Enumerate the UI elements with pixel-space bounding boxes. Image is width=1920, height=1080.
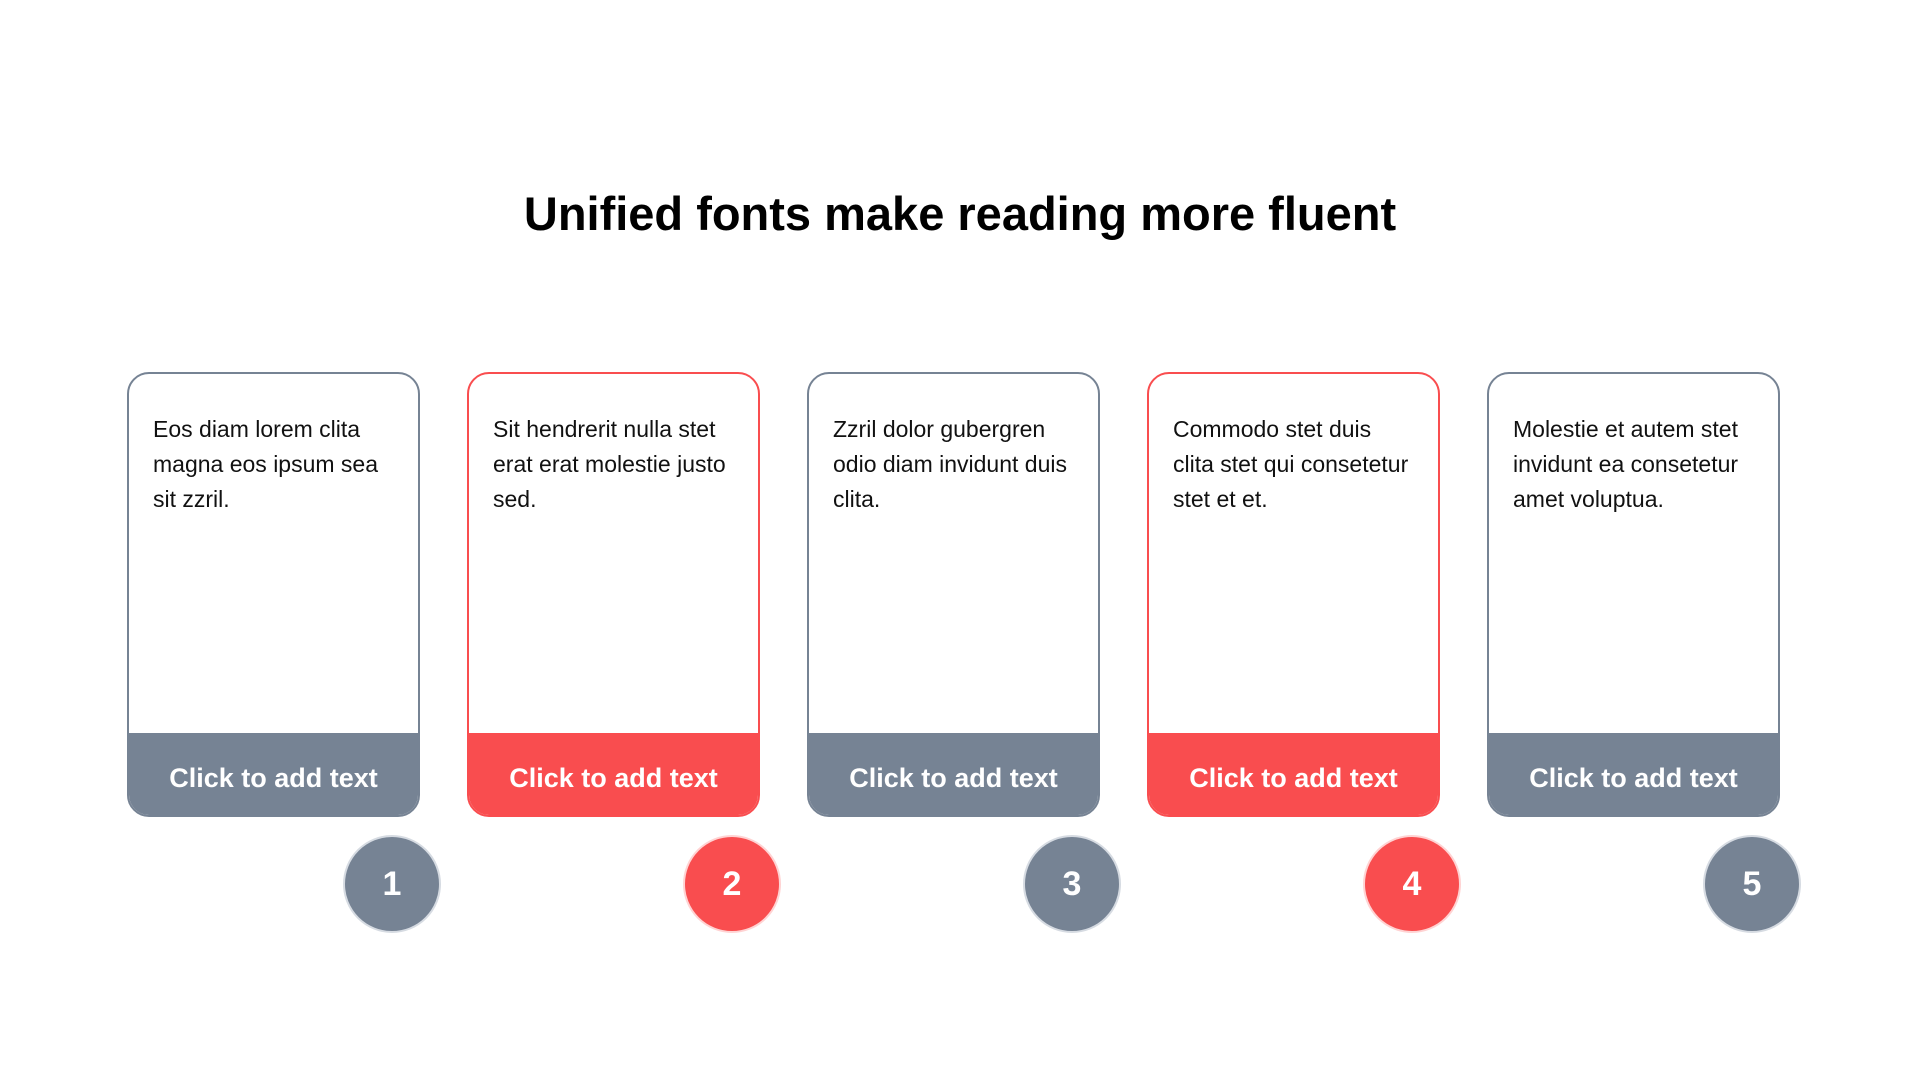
card-4: Commodo stet duis clita stet qui consete… <box>1147 372 1440 817</box>
step-number-badge: 2 <box>683 835 781 933</box>
card-5: Molestie et autem stet invidunt ea conse… <box>1487 372 1780 817</box>
card-body-text[interactable]: Molestie et autem stet invidunt ea conse… <box>1513 416 1739 512</box>
card-2: Sit hendrerit nulla stet erat erat moles… <box>467 372 760 817</box>
step-number-badge: 5 <box>1703 835 1801 933</box>
card-3: Zzril dolor gubergren odio diam invidunt… <box>807 372 1100 817</box>
slide-title[interactable]: Unified fonts make reading more fluent <box>523 187 1397 240</box>
card-body-text[interactable]: Commodo stet duis clita stet qui consete… <box>1173 416 1409 512</box>
card-1: Eos diam lorem clita magna eos ipsum sea… <box>127 372 420 817</box>
card-footer-placeholder[interactable]: Click to add text <box>469 733 758 815</box>
card-footer-placeholder[interactable]: Click to add text <box>1149 733 1438 815</box>
step-number-badge: 3 <box>1023 835 1121 933</box>
card-footer-placeholder[interactable]: Click to add text <box>809 733 1098 815</box>
step-number-badge: 4 <box>1363 835 1461 933</box>
card-row: Eos diam lorem clita magna eos ipsum sea… <box>127 372 1801 933</box>
card-footer-placeholder[interactable]: Click to add text <box>1489 733 1778 815</box>
card-body-text[interactable]: Sit hendrerit nulla stet erat erat moles… <box>493 416 726 512</box>
card-body-text[interactable]: Eos diam lorem clita magna eos ipsum sea… <box>153 416 379 512</box>
card-body-text[interactable]: Zzril dolor gubergren odio diam invidunt… <box>833 416 1067 512</box>
step-number-badge: 1 <box>343 835 441 933</box>
card-footer-placeholder[interactable]: Click to add text <box>129 733 418 815</box>
